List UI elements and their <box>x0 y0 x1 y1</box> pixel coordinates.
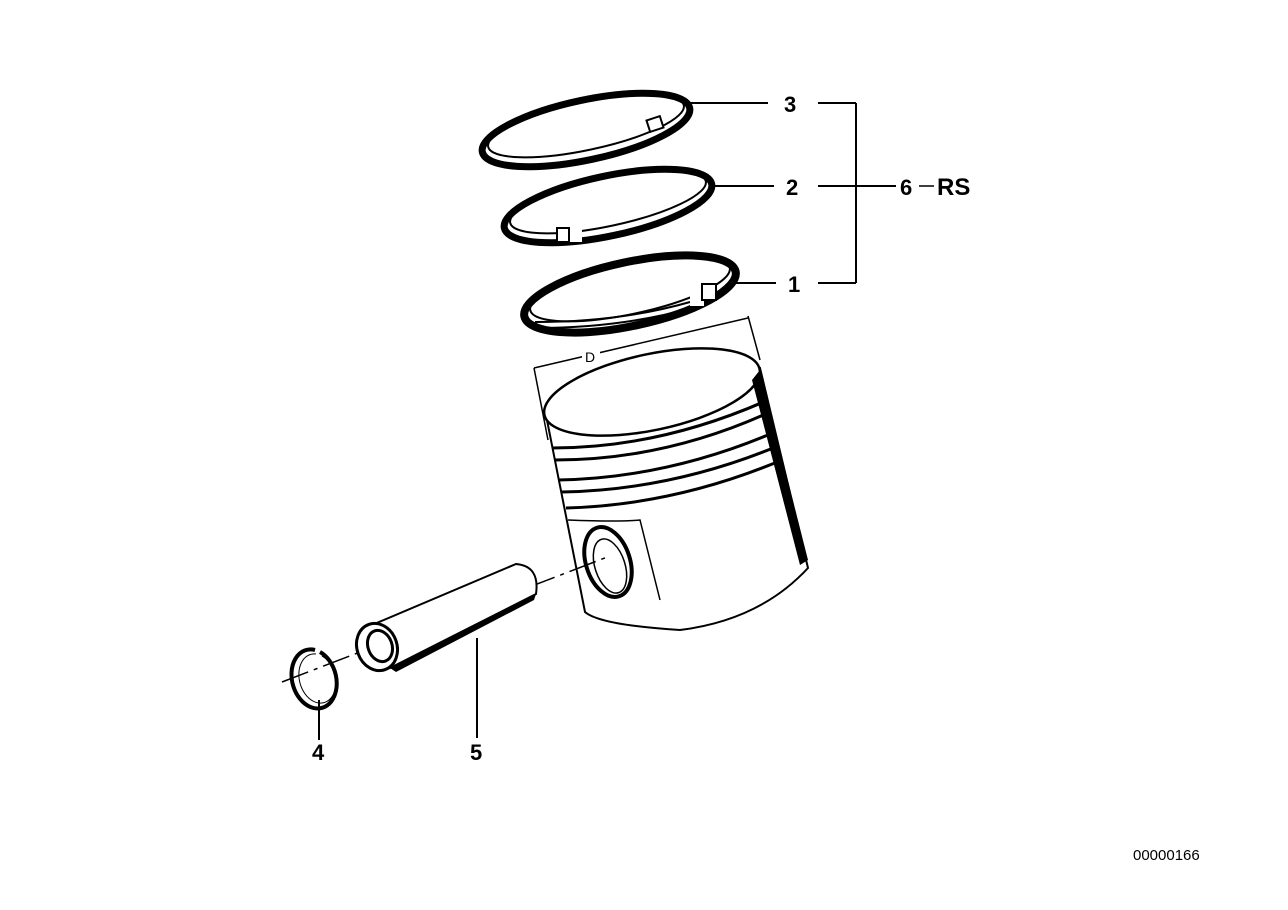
piston-ring-1[interactable] <box>518 240 743 348</box>
leader-lines <box>318 102 934 740</box>
callout-1[interactable]: 1 <box>788 272 800 297</box>
pin-axis <box>281 555 611 683</box>
callout-2[interactable]: 2 <box>786 175 798 200</box>
callout-rs[interactable]: RS <box>937 174 970 201</box>
circlip[interactable] <box>289 647 339 711</box>
callout-6[interactable]: 6 <box>900 175 912 200</box>
piston-ring-2[interactable] <box>498 155 718 258</box>
diameter-dimension: D <box>533 315 761 441</box>
callout-3[interactable]: 3 <box>784 92 796 117</box>
piston-ring-3[interactable] <box>476 79 696 182</box>
piston[interactable] <box>537 332 810 632</box>
image-number: 00000166 <box>1133 847 1200 864</box>
callout-4[interactable]: 4 <box>312 740 325 765</box>
dimension-label: D <box>585 349 595 365</box>
piston-pin[interactable] <box>350 562 538 676</box>
callout-5[interactable]: 5 <box>470 740 482 765</box>
